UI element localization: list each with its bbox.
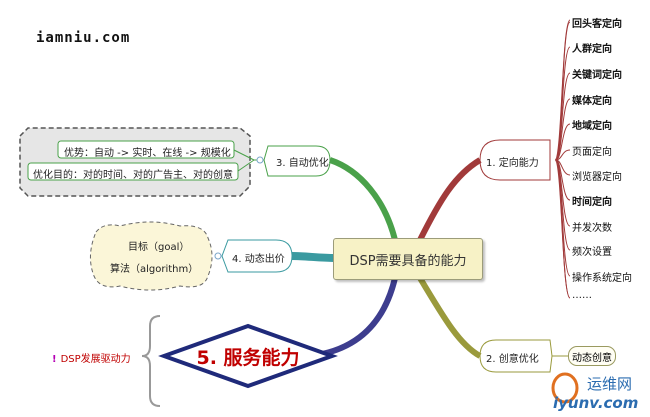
dynamic-bid-label[interactable]: 4. 动态出价	[232, 254, 285, 265]
service-diamond	[158, 323, 338, 389]
targeting-item[interactable]: 浏览器定向	[572, 172, 622, 183]
logo-swoosh-icon	[551, 372, 579, 404]
auto-optimize-note-box-1	[57, 140, 235, 159]
auto-optimize-note-links	[233, 149, 255, 172]
service-driver-text: !DSP发展驱动力	[52, 350, 131, 365]
targeting-item[interactable]: ……	[572, 290, 592, 301]
service-driver-label: DSP发展驱动力	[60, 354, 131, 365]
auto-optimize-note: 优化目的：对的时间、对的广告主、对的创意	[33, 170, 233, 181]
logo-name: 运维网	[587, 375, 633, 393]
targeting-item[interactable]: 人群定向	[572, 44, 612, 55]
dynamic-bid-label-shape	[221, 239, 293, 273]
targeting-item[interactable]: 关键词定向	[572, 70, 622, 81]
targeting-item[interactable]: 操作系统定向	[572, 273, 632, 284]
central-topic[interactable]: DSP需要具备的能力	[333, 238, 483, 280]
targeting-item[interactable]: 时间定向	[572, 197, 612, 208]
targeting-item[interactable]: 回头客定向	[572, 19, 622, 30]
creative-label[interactable]: 2. 创意优化	[486, 354, 539, 365]
service-label[interactable]: 5. 服务能力	[196, 346, 300, 369]
auto-optimize-note-box-2	[27, 162, 239, 181]
targeting-item-lines	[555, 21, 571, 299]
connector-creative	[417, 276, 482, 359]
exclamation-icon: !	[52, 354, 57, 365]
dynamic-bid-collapse-toggle[interactable]	[214, 252, 222, 260]
creative-child-dynamic[interactable]: 动态创意	[568, 346, 616, 366]
targeting-item[interactable]: 频次设置	[572, 247, 612, 258]
logo-url: iyunv.com	[553, 394, 639, 412]
targeting-label-shape	[479, 139, 551, 181]
targeting-label[interactable]: 1. 定向能力	[486, 158, 539, 169]
auto-optimize-label[interactable]: 3. 自动优化	[276, 158, 329, 169]
dynamic-bid-note: 算法（algorithm）	[110, 264, 199, 275]
auto-optimize-note: 优势：自动 -> 实时、在线 -> 规模化	[64, 148, 231, 159]
connector-service	[309, 277, 398, 359]
connector-auto-optimize	[328, 157, 398, 241]
dynamic-bid-cloud	[90, 221, 213, 291]
service-brace	[141, 315, 161, 407]
targeting-item[interactable]: 媒体定向	[572, 96, 612, 107]
targeting-item[interactable]: 页面定向	[572, 147, 612, 158]
auto-optimize-collapse-toggle[interactable]	[256, 156, 264, 164]
targeting-item[interactable]: 并发次数	[572, 223, 612, 234]
dynamic-bid-note: 目标（goal）	[128, 242, 190, 253]
targeting-item[interactable]: 地域定向	[572, 121, 612, 132]
connector-targeting	[417, 157, 482, 242]
connector-dynamic-bid	[291, 252, 336, 262]
watermark: iamniu.com	[36, 30, 131, 46]
auto-optimize-cloud	[19, 127, 251, 197]
